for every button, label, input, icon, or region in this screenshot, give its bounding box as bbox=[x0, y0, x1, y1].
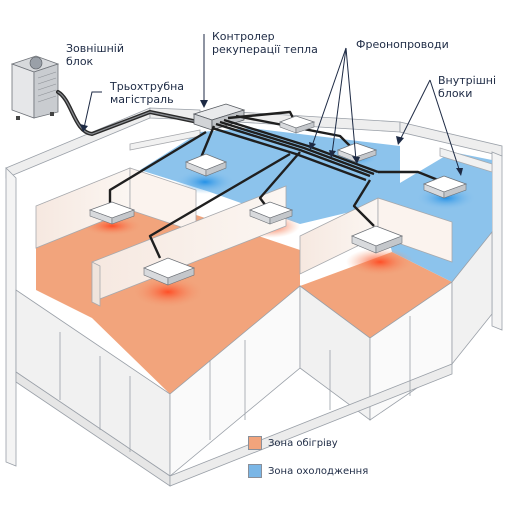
legend-heating-swatch bbox=[248, 436, 262, 450]
legend-cooling-label: Зона охолодження bbox=[268, 466, 368, 477]
three-pipe-main-label: Трьохтрубна магістраль bbox=[110, 80, 184, 106]
legend-cooling: Зона охолодження bbox=[248, 464, 368, 478]
indoor-units-label: Внутрішні блоки bbox=[438, 74, 496, 100]
legend-cooling-swatch bbox=[248, 464, 262, 478]
outdoor-unit-label: Зовнішній блок bbox=[66, 42, 124, 68]
legend-heating: Зона обігріву bbox=[248, 436, 338, 450]
heat-recovery-controller-label: Контролер рекуперації тепла bbox=[212, 30, 318, 56]
refrigerant-pipes-label: Фреонопроводи bbox=[356, 38, 449, 51]
outdoor-unit bbox=[12, 56, 58, 120]
legend-heating-label: Зона обігріву bbox=[268, 438, 338, 449]
